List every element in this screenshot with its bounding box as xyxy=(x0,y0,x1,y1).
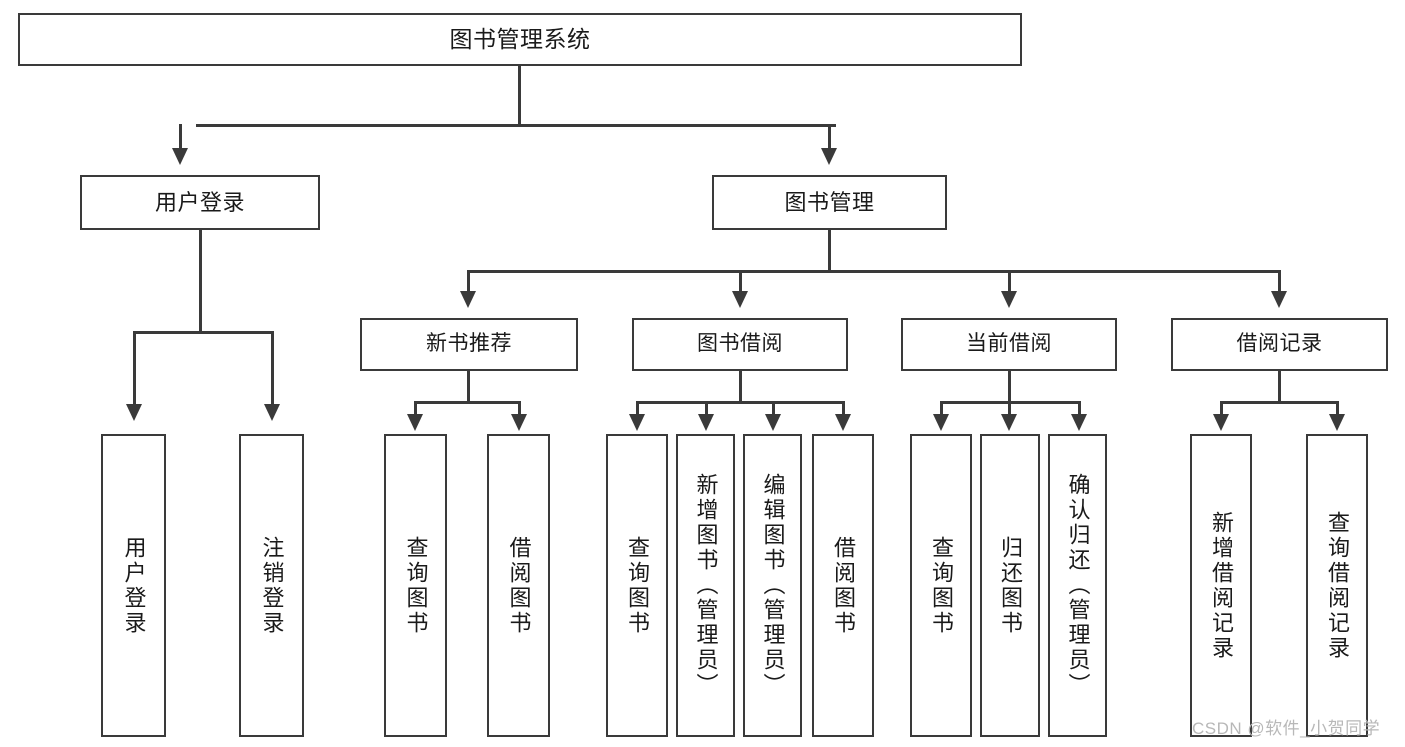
node-book-borrow[interactable]: 图书借阅 xyxy=(632,318,848,371)
edge-recommend-to-leaf-0 xyxy=(414,401,417,418)
arrow-user-login-to-leaf-0 xyxy=(126,404,142,421)
leaf-edit-book-admin[interactable]: 编辑图书（管理员） xyxy=(743,434,802,737)
arrow-root-to-book-mgmt xyxy=(821,148,837,165)
edge-root-to-user-login xyxy=(179,124,182,152)
edge-root-bus xyxy=(196,124,836,127)
node-label: 借阅图书 xyxy=(831,535,856,636)
edge-recommend-bus xyxy=(415,401,521,404)
node-label: 新增图书（管理员） xyxy=(693,473,719,698)
arrow-borrow-to-leaf-1 xyxy=(698,414,714,431)
node-current-borrow[interactable]: 当前借阅 xyxy=(901,318,1117,371)
node-label: 图书管理系统 xyxy=(449,26,591,53)
edge-borrow-to-leaf-1 xyxy=(705,401,708,418)
leaf-borrow-book-recommend[interactable]: 借阅图书 xyxy=(487,434,550,737)
arrow-current-to-leaf-0 xyxy=(933,414,949,431)
watermark-csdn: CSDN @软件_小贺同学 xyxy=(1192,719,1381,738)
leaf-borrow-book[interactable]: 借阅图书 xyxy=(812,434,874,737)
arrow-root-to-user-login xyxy=(172,148,188,165)
edge-book-mgmt-to-l3-2 xyxy=(1008,270,1011,295)
edge-current-to-leaf-2 xyxy=(1078,401,1081,418)
edge-borrow-to-leaf-2 xyxy=(772,401,775,418)
node-label: 用户登录 xyxy=(121,535,147,636)
node-label: 图书管理 xyxy=(784,189,875,215)
node-new-book-recommend[interactable]: 新书推荐 xyxy=(360,318,578,371)
node-label: 借阅记录 xyxy=(1236,332,1323,356)
edge-user-login-to-leaf-1 xyxy=(271,331,274,408)
edge-recommend-to-leaf-1 xyxy=(518,401,521,418)
edge-recommend-stem xyxy=(467,371,470,403)
edge-root-to-book-mgmt xyxy=(828,124,831,152)
edge-borrow-bus xyxy=(637,401,845,404)
arrow-book-mgmt-to-l3-3 xyxy=(1271,291,1287,308)
edge-current-to-leaf-1 xyxy=(1008,401,1011,418)
node-label: 查询图书 xyxy=(625,535,650,636)
edge-current-to-leaf-0 xyxy=(940,401,943,418)
edge-book-mgmt-to-l3-3 xyxy=(1278,270,1281,295)
node-label: 注销登录 xyxy=(259,535,285,636)
arrow-borrow-to-leaf-2 xyxy=(765,414,781,431)
leaf-user-login[interactable]: 用户登录 xyxy=(101,434,166,737)
node-label: 编辑图书（管理员） xyxy=(760,473,786,698)
edge-user-login-stem xyxy=(199,230,202,333)
arrow-book-mgmt-to-l3-1 xyxy=(732,291,748,308)
edge-root-stem xyxy=(518,66,521,126)
arrow-recommend-to-leaf-1 xyxy=(511,414,527,431)
arrow-user-login-to-leaf-1 xyxy=(264,404,280,421)
arrow-record-to-leaf-1 xyxy=(1329,414,1345,431)
edge-record-to-leaf-0 xyxy=(1220,401,1223,418)
edge-current-stem xyxy=(1008,371,1011,403)
edge-borrow-to-leaf-0 xyxy=(636,401,639,418)
edge-record-stem xyxy=(1278,371,1281,403)
leaf-query-borrow-record[interactable]: 查询借阅记录 xyxy=(1306,434,1368,737)
leaf-add-borrow-record[interactable]: 新增借阅记录 xyxy=(1190,434,1252,737)
edge-book-mgmt-to-l3-1 xyxy=(739,270,742,295)
edge-record-to-leaf-1 xyxy=(1336,401,1339,418)
arrow-book-mgmt-to-l3-0 xyxy=(460,291,476,308)
edge-book-mgmt-bus xyxy=(467,270,1281,273)
arrow-borrow-to-leaf-0 xyxy=(629,414,645,431)
edge-borrow-stem xyxy=(739,371,742,403)
node-label: 新增借阅记录 xyxy=(1209,510,1234,661)
arrow-borrow-to-leaf-3 xyxy=(835,414,851,431)
leaf-logout[interactable]: 注销登录 xyxy=(239,434,304,737)
node-borrow-record[interactable]: 借阅记录 xyxy=(1171,318,1388,371)
leaf-query-book-borrow[interactable]: 查询图书 xyxy=(606,434,668,737)
arrow-book-mgmt-to-l3-2 xyxy=(1001,291,1017,308)
arrow-current-to-leaf-1 xyxy=(1001,414,1017,431)
edge-user-login-bus xyxy=(134,331,274,334)
node-label: 当前借阅 xyxy=(966,332,1052,356)
edge-book-mgmt-to-l3-0 xyxy=(467,270,470,295)
node-label: 查询图书 xyxy=(403,535,429,636)
node-root-system[interactable]: 图书管理系统 xyxy=(18,13,1022,66)
edge-user-login-to-leaf-0 xyxy=(133,331,136,408)
edge-current-bus xyxy=(941,401,1081,404)
arrow-record-to-leaf-0 xyxy=(1213,414,1229,431)
node-label: 确认归还（管理员） xyxy=(1065,473,1091,698)
arrow-recommend-to-leaf-0 xyxy=(407,414,423,431)
leaf-query-book-recommend[interactable]: 查询图书 xyxy=(384,434,447,737)
node-label: 用户登录 xyxy=(154,189,245,215)
leaf-confirm-return-admin[interactable]: 确认归还（管理员） xyxy=(1048,434,1107,737)
node-label: 归还图书 xyxy=(998,535,1023,636)
node-user-login[interactable]: 用户登录 xyxy=(80,175,320,230)
node-label: 查询借阅记录 xyxy=(1325,510,1350,661)
edge-book-mgmt-stem xyxy=(828,230,831,272)
arrow-current-to-leaf-2 xyxy=(1071,414,1087,431)
leaf-query-book-current[interactable]: 查询图书 xyxy=(910,434,972,737)
leaf-return-book[interactable]: 归还图书 xyxy=(980,434,1040,737)
node-label: 借阅图书 xyxy=(506,535,532,636)
edge-borrow-to-leaf-3 xyxy=(842,401,845,418)
node-label: 图书借阅 xyxy=(697,332,783,356)
node-book-management[interactable]: 图书管理 xyxy=(712,175,947,230)
node-label: 新书推荐 xyxy=(426,332,512,356)
leaf-add-book-admin[interactable]: 新增图书（管理员） xyxy=(676,434,735,737)
node-label: 查询图书 xyxy=(929,535,954,636)
edge-record-bus xyxy=(1221,401,1339,404)
